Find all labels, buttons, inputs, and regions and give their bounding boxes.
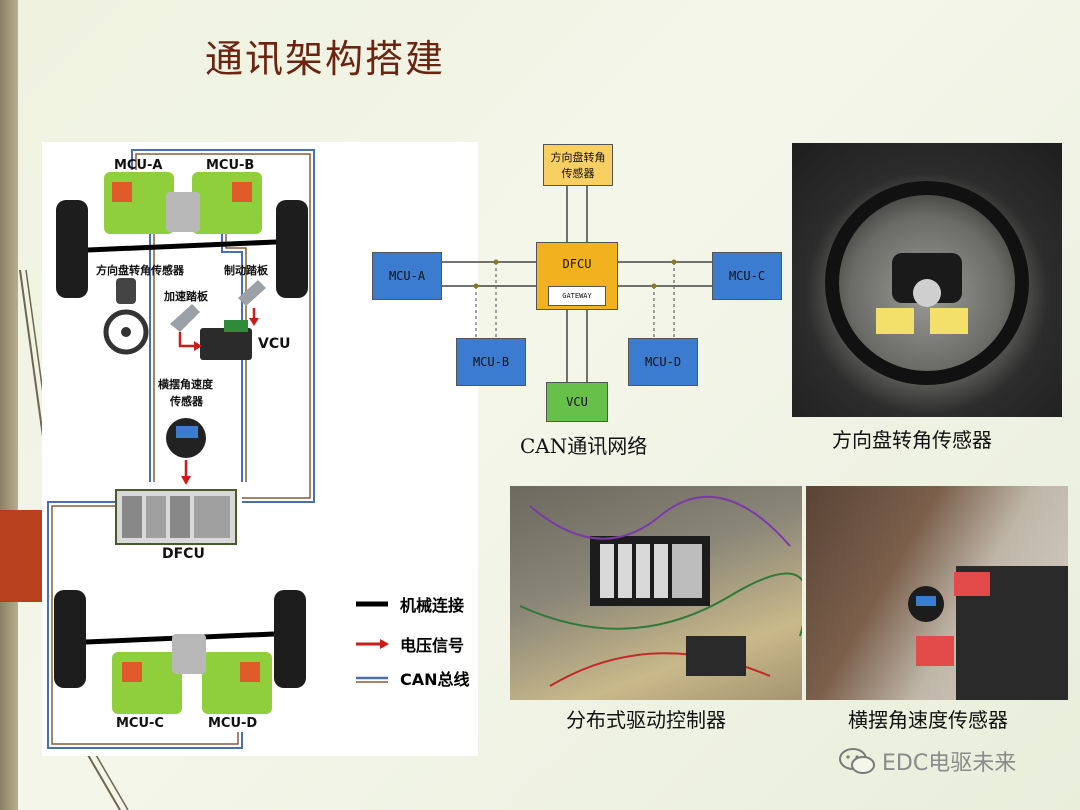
can-node-steering-sensor: 方向盘转角 传感器	[543, 144, 613, 186]
watermark: EDC电驱未来	[838, 745, 1016, 777]
can-network-lines	[442, 184, 712, 382]
label-mcu-d: MCU-D	[208, 716, 258, 731]
front-axle	[56, 172, 308, 298]
legend-label-can: CAN总线	[400, 670, 470, 689]
label-dfcu: DFCU	[162, 546, 205, 562]
system-diagram-graphics	[47, 149, 389, 749]
can-node-steering-line1: 方向盘转角	[550, 151, 606, 164]
photo-controller	[510, 486, 802, 700]
yaw-sensor-graphic	[166, 418, 206, 458]
photo-steering-sensor-sketch	[825, 181, 1029, 385]
pedals-graphic	[170, 280, 266, 332]
label-yaw-sensor-line1: 横摆角速度	[158, 378, 213, 391]
label-accel-pedal: 加速踏板	[164, 290, 208, 303]
can-node-steering-line2: 传感器	[561, 167, 595, 180]
page-title: 通讯架构搭建	[205, 37, 446, 81]
legend-label-mechanical: 机械连接	[400, 596, 465, 615]
photo-yaw-caption: 横摆角速度传感器	[848, 708, 1008, 732]
label-yaw-sensor-line2: 传感器	[170, 395, 203, 408]
can-node-gateway: GATEWAY	[548, 286, 606, 306]
rear-axle	[54, 590, 306, 714]
voltage-arrows	[178, 308, 259, 485]
left-decor-bar	[0, 0, 18, 810]
wechat-icon	[839, 748, 875, 774]
label-mcu-c: MCU-C	[116, 716, 164, 731]
legend-item-mechanical: 机械连接	[400, 592, 464, 616]
steering-wheel-graphic	[103, 278, 149, 355]
can-network-caption: CAN通讯网络	[520, 434, 648, 458]
watermark-text: EDC电驱未来	[882, 751, 1017, 776]
legend-item-voltage: 电压信号	[400, 632, 464, 656]
photo-yaw-sensor	[806, 486, 1068, 700]
label-mcu-b: MCU-B	[206, 158, 255, 173]
legend-label-voltage: 电压信号	[400, 636, 465, 655]
label-vcu: VCU	[258, 336, 291, 352]
can-node-mcu-c: MCU-C	[712, 252, 782, 300]
can-node-vcu: VCU	[546, 382, 608, 422]
photo-controller-sketch	[519, 495, 802, 687]
can-node-dfcu-label: DFCU	[562, 257, 592, 271]
photo-steering-sensor	[792, 143, 1062, 417]
photo-yaw-sensor-sketch	[908, 566, 1068, 700]
legend-item-can: CAN总线	[400, 666, 470, 690]
can-node-mcu-d: MCU-D	[628, 338, 698, 386]
can-network-diagram: 方向盘转角 传感器 DFCU GATEWAY MCU-A MCU-C MCU-B…	[360, 140, 790, 470]
can-node-mcu-b: MCU-B	[456, 338, 526, 386]
can-node-mcu-a: MCU-A	[372, 252, 442, 300]
photo-steering-caption: 方向盘转角传感器	[832, 428, 992, 452]
label-mcu-a: MCU-A	[114, 158, 163, 173]
label-steering-sensor: 方向盘转角传感器	[96, 264, 184, 277]
vcu-module-graphic	[200, 328, 252, 360]
accent-block	[0, 510, 42, 602]
label-brake-pedal: 制动踏板	[224, 264, 268, 277]
photo-controller-caption: 分布式驱动控制器	[566, 708, 726, 732]
system-diagram: MCU-A MCU-B 方向盘转角传感器 制动踏板 加速踏板 VCU 横摆角速度…	[42, 142, 478, 756]
can-bus-lines	[47, 149, 315, 749]
